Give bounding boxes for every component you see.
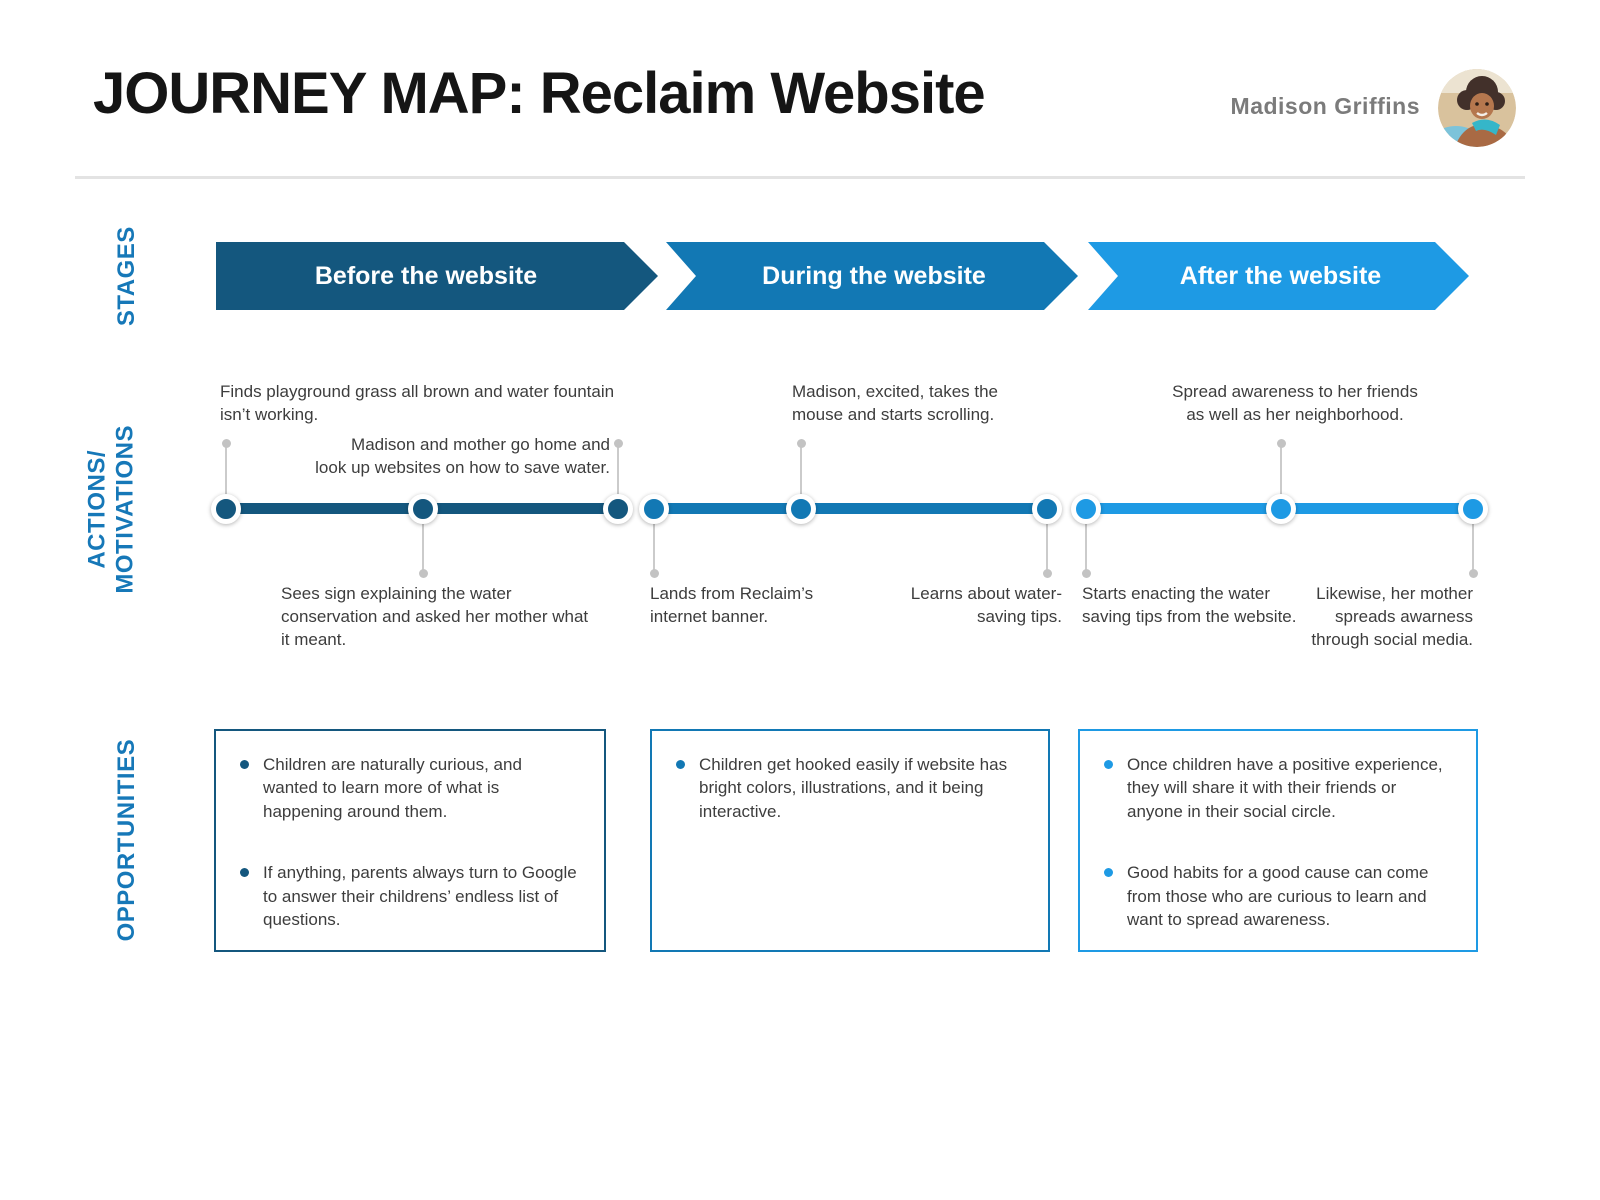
timeline-segment-during [654,503,1047,514]
stage-after-the-website: After the website [1088,242,1469,310]
annotation-go-home-look-up: Madison and mother go home and look up w… [315,435,610,477]
annotation-mother-social-media: Likewise, her mother spreads awarness th… [1311,584,1473,649]
avatar-photo-illustration [1438,69,1516,147]
opportunity-item: Children are naturally curious, and want… [240,753,580,823]
leader-dot [222,439,231,448]
opportunities-box-before: Children are naturally curious, and want… [214,729,606,952]
timeline-dot [1071,494,1101,524]
opportunity-item: Once children have a positive experience… [1104,753,1452,823]
opportunity-text: Children are naturally curious, and want… [263,755,522,821]
opportunity-text: If anything, parents always turn to Goog… [263,863,577,930]
stage-label: After the website [1179,261,1382,290]
author-name: Madison Griffins [1230,93,1420,119]
row-label-actions-motivations: ACTIONS/ MOTIVATIONS [84,419,141,599]
opportunity-item: Children get hooked easily if website ha… [676,753,1024,823]
page-title: JOURNEY MAP: Reclaim Website [93,61,986,126]
opportunity-item: Good habits for a good cause can come fr… [1104,861,1452,931]
leader-dot [1277,439,1286,448]
row-label-stages: STAGES [112,226,140,327]
row-label-opportunities: OPPORTUNITIES [112,738,140,942]
annotation-learns-tips: Learns about water- saving tips. [910,584,1062,626]
opportunity-text: Good habits for a good cause can come fr… [1127,863,1429,930]
leader-dot [614,439,623,448]
actions-label-line2: MOTIVATIONS [112,425,139,594]
timeline-dot [1458,494,1488,524]
leader-line [800,447,802,496]
leader-dot [797,439,806,448]
opportunity-text: Children get hooked easily if website ha… [699,755,1008,821]
annotation-finds-playground: Finds playground grass all brown and wat… [220,382,615,424]
annotation-sees-sign: Sees sign explaining the water conservat… [281,584,589,649]
stage-label: Before the website [314,261,538,290]
leader-line [422,522,424,570]
annotation-spread-awareness: Spread awareness to her friends as well … [1172,382,1418,424]
header-divider [75,176,1525,179]
avatar [1438,69,1516,147]
bullet-icon [1104,760,1113,769]
leader-line [225,447,227,496]
bullet-icon [676,760,685,769]
leader-dot [650,569,659,578]
leader-dot [1043,569,1052,578]
annotation-starts-enacting: Starts enacting the water saving tips fr… [1082,584,1297,626]
annotation-lands-banner: Lands from Reclaim’s internet banner. [650,584,814,626]
leader-line [1085,522,1087,570]
leader-line [1046,522,1048,570]
leader-line [1280,447,1282,496]
timeline-dot [603,494,633,524]
timeline-dot [1032,494,1062,524]
actions-label-line1: ACTIONS/ [83,449,111,569]
timeline-dot [639,494,669,524]
timeline-dot [1266,494,1296,524]
leader-line [1472,522,1474,570]
leader-line [617,447,619,496]
opportunities-box-during: Children get hooked easily if website ha… [650,729,1050,952]
timeline-dot [211,494,241,524]
leader-line [653,522,655,570]
leader-dot [1082,569,1091,578]
bullet-icon [240,760,249,769]
timeline-dot [786,494,816,524]
annotation-takes-mouse: Madison, excited, takes the mouse and st… [792,382,999,424]
leader-dot [1469,569,1478,578]
stage-label: During the website [762,261,986,290]
opportunity-item: If anything, parents always turn to Goog… [240,861,580,931]
opportunities-box-after: Once children have a positive experience… [1078,729,1478,952]
bullet-icon [1104,868,1113,878]
stage-during-the-website: During the website [666,242,1078,310]
bullet-icon [240,868,249,878]
stage-before-the-website: Before the website [216,242,658,310]
timeline-dot [408,494,438,524]
leader-dot [419,569,428,578]
opportunity-text: Once children have a positive experience… [1127,755,1443,821]
